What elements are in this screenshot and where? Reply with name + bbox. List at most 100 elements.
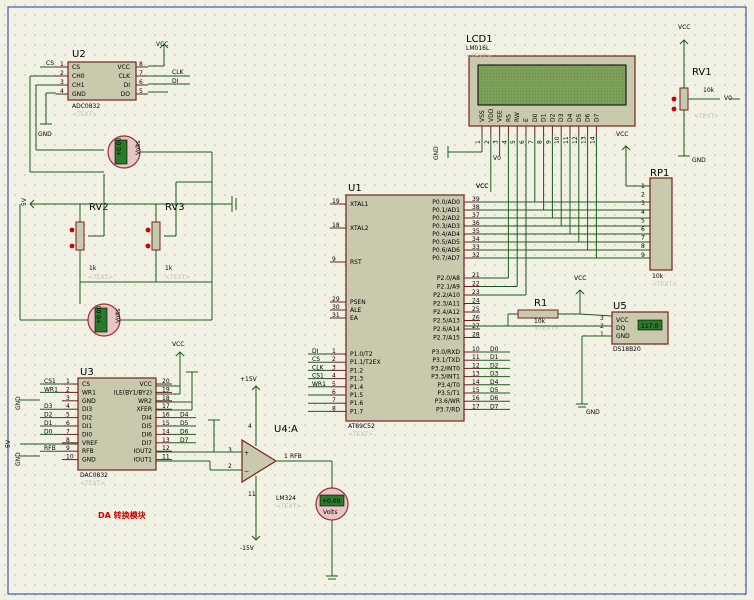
u3-pin-name: GND <box>82 457 96 464</box>
u1-pin-number: 35 <box>472 228 480 235</box>
u3-pin-name: VCC <box>140 381 152 388</box>
u1-pin-number: 11 <box>472 354 480 361</box>
u1-pin-name: RST <box>350 259 362 266</box>
u1-pin-number: 37 <box>472 212 480 219</box>
lcd-vo-net: V0 <box>493 155 501 162</box>
rp1-value: 10k <box>652 273 664 280</box>
u1-p3-net: D1 <box>490 354 499 361</box>
u3-pin-name: ILE(BY1/BY2) <box>114 389 152 396</box>
rv3-ref: RV3 <box>165 202 185 213</box>
u1-pin-number: 39 <box>472 196 480 203</box>
u1-pin-number: 34 <box>472 236 480 243</box>
u1-pin-number: 38 <box>472 204 480 211</box>
lcd-pin-number: 7 <box>528 140 535 144</box>
u1-p3-net: D4 <box>490 379 499 386</box>
u1-pin-number: 18 <box>332 222 340 229</box>
u5-vcc: VCC <box>574 275 586 282</box>
u3-pin-number: 15 <box>162 420 170 427</box>
rv1-ref: RV1 <box>692 67 712 78</box>
u3-left-net: CS1 <box>44 378 56 385</box>
u1-p3-net: D2 <box>490 362 499 369</box>
voltmeter-bottom[interactable]: +0.00 Volts <box>87 303 122 337</box>
u3-pin-number: 13 <box>162 437 170 444</box>
u5-part: DS18B20 <box>613 346 641 353</box>
u2-pin-number: 4 <box>60 88 64 95</box>
u1-pin-name: P1.5 <box>350 392 363 399</box>
lcd1-display[interactable]: LCD1 LM016L <TEXT> VSS1VDD2VEE3RS4RW5E6D… <box>466 34 636 144</box>
u2-gnd: GND <box>38 131 52 138</box>
u2-pin-name: GND <box>72 91 86 98</box>
u1-pin-number: 5 <box>332 381 336 388</box>
u1-pin-number: 7 <box>332 397 336 404</box>
u5-ref: U5 <box>613 301 627 312</box>
u3-left-net: D3 <box>44 403 53 410</box>
u1-pin-name: P1.6 <box>350 400 363 407</box>
u1-pin-number: 9 <box>332 256 336 263</box>
u1-pin-name: P3.5/T1 <box>437 390 460 397</box>
u1-pin-number: 14 <box>472 379 480 386</box>
voltmeter-top-unit: Volts <box>135 141 142 155</box>
u1-pin-number: 2 <box>332 356 336 363</box>
u1-pin-number: 32 <box>472 252 480 259</box>
u5-ds18b20[interactable]: U5 DS18B20 VCC DQ GND 117.0 3 2 1 <box>600 301 669 353</box>
u1-pin-name: P2.0/A8 <box>437 275 460 282</box>
u1-pin-number: 16 <box>472 395 480 402</box>
u1-pin-name: P3.7/RD <box>436 406 460 413</box>
u2-net-cs: CS <box>46 60 54 67</box>
u1-pin-name: P1.1/T2EX <box>350 359 381 366</box>
voltmeter-top[interactable]: +0.00 Volts <box>107 135 142 169</box>
u3-pin-number: 16 <box>162 412 170 419</box>
lcd-pin-name: D0 <box>532 113 539 122</box>
u1-pin-name: P2.6/A14 <box>433 326 460 333</box>
voltmeter-opamp[interactable]: +0.00 Volts <box>315 487 349 521</box>
u1-pin-name: P1.0/T2 <box>350 351 373 358</box>
u1-pin-name: P2.5/A13 <box>433 318 460 325</box>
u3-pin-name: CS <box>82 381 90 388</box>
voltmeter-top-reading: +0.00 <box>116 137 123 156</box>
u1-pin-name: XTAL1 <box>350 201 369 208</box>
u3-pin-number: 4 <box>66 403 70 410</box>
u3-left-net: RFB <box>44 445 56 452</box>
rp1-pin-number: 5 <box>641 217 645 224</box>
voltmeter-bottom-reading: +0.00 <box>96 305 103 324</box>
u3-left-net: D2 <box>44 412 53 419</box>
u1-ref: U1 <box>348 183 362 194</box>
u2-pin-name: DO <box>121 91 131 98</box>
rv1-wiring <box>678 39 740 157</box>
lcd-pin-name: D5 <box>576 113 583 122</box>
u2-wiring <box>29 43 190 156</box>
u3-left-net: D1 <box>44 420 53 427</box>
u3-pin-number: 20 <box>162 378 170 385</box>
lcd-ref: LCD1 <box>466 34 493 45</box>
rp1-ref: RP1 <box>650 168 669 179</box>
u1-pin-number: 31 <box>332 312 340 319</box>
u5-pin-dq: DQ <box>616 325 626 332</box>
u3-right-net: D6 <box>180 428 189 435</box>
lcd-pin-name: D4 <box>567 113 574 122</box>
u1-pin-number: 22 <box>472 281 480 288</box>
lcd-pin-name: D2 <box>549 113 556 122</box>
u2-pin-number: 3 <box>60 79 64 86</box>
u2-net-di: DI <box>172 78 179 85</box>
u1-text: <TEXT> <box>348 431 373 438</box>
lcd-pin-number: 1 <box>475 140 482 144</box>
u4-part: LM324 <box>276 495 296 502</box>
u4-pin3: 3 <box>228 447 232 454</box>
rp1-pin-number: 9 <box>641 252 645 259</box>
rv1-net: V0 <box>724 95 732 102</box>
u1-pin-name: P3.3/INT1 <box>431 374 460 381</box>
u3-vcc: VCC <box>172 341 184 348</box>
u5-pin3: 3 <box>600 315 604 322</box>
u4a-opamp[interactable]: + − U4:A LM324 <TEXT> +15V -15V 3 2 1 4 … <box>228 376 302 552</box>
u1-pin-number: 23 <box>472 289 480 296</box>
u2-vcc: VCC <box>156 41 168 48</box>
lcd-pin-number: 10 <box>554 136 561 144</box>
u1-pin-name: P2.3/A11 <box>433 301 460 308</box>
u1-pin-name: P0.5/AD5 <box>432 239 460 246</box>
lcd-pin-name: E <box>523 118 530 122</box>
